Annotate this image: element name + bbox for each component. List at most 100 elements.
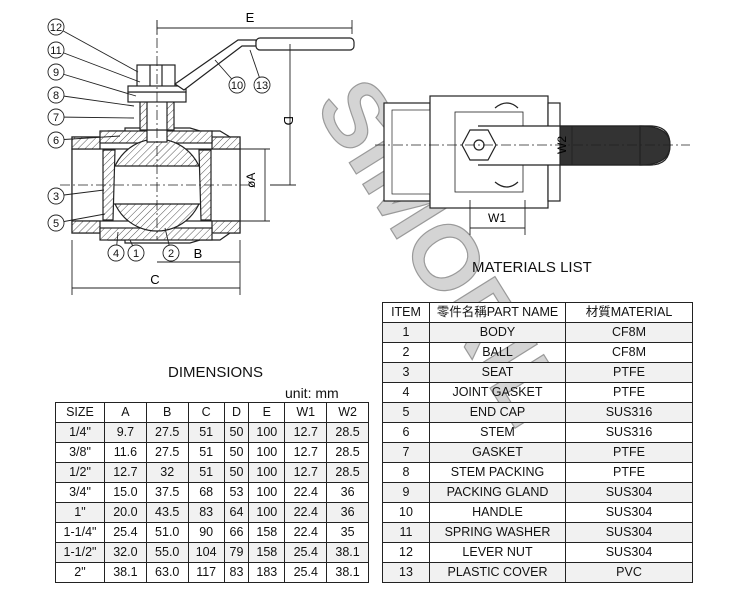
materials-cell: SUS304 (565, 482, 693, 503)
dimensions-cell: 51 (187, 442, 225, 463)
materials-cell: HANDLE (429, 502, 566, 523)
dimensions-cell: 2" (55, 562, 105, 583)
dimensions-header-cell: E (248, 402, 286, 423)
dimensions-cell: 27.5 (145, 422, 189, 443)
dimensions-cell: 100 (248, 442, 286, 463)
materials-cell: 12 (382, 542, 430, 563)
materials-cell: STEM PACKING (429, 462, 566, 483)
materials-cell: 5 (382, 402, 430, 423)
dimensions-header-cell: B (145, 402, 189, 423)
dim-label-D: D (281, 116, 296, 125)
dimensions-cell: 27.5 (145, 442, 189, 463)
dimensions-cell: 38.1 (104, 562, 147, 583)
dimensions-cell: 12.7 (284, 462, 328, 483)
materials-cell: SUS304 (565, 522, 693, 543)
dimensions-cell: 183 (248, 562, 286, 583)
materials-cell: 8 (382, 462, 430, 483)
materials-cell: CF8M (565, 322, 693, 343)
dimension-lines (71, 20, 353, 295)
dim-label-C: C (150, 272, 159, 287)
callout-number: 7 (53, 112, 59, 124)
dimensions-cell: 22.4 (284, 502, 328, 523)
dimensions-cell: 20.0 (104, 502, 147, 523)
dimensions-cell: 36 (326, 502, 369, 523)
materials-cell: 6 (382, 422, 430, 443)
dimensions-cell: 12.7 (104, 462, 147, 483)
materials-title: MATERIALS LIST (472, 259, 592, 276)
callout-bubble (127, 244, 145, 262)
dimensions-cell: 66 (223, 522, 250, 543)
dimensions-cell: 100 (248, 462, 286, 483)
dimensions-cell: 83 (187, 502, 225, 523)
dimensions-cell: 158 (248, 522, 286, 543)
callout-bubble (47, 187, 65, 205)
callout-number: 2 (168, 248, 174, 260)
callout-bubble (107, 244, 125, 262)
callout-number: 11 (50, 45, 61, 57)
materials-cell: 13 (382, 562, 430, 583)
dimensions-cell: 15.0 (104, 482, 147, 503)
dimensions-cell: 1-1/2" (55, 542, 105, 563)
dimensions-cell: 37.5 (145, 482, 189, 503)
dimensions-cell: 3/8" (55, 442, 105, 463)
dimensions-cell: 79 (223, 542, 250, 563)
callout-number: 5 (53, 218, 59, 230)
dimensions-title: DIMENSIONS (168, 364, 264, 381)
materials-cell: 7 (382, 442, 430, 463)
dimensions-cell: 9.7 (104, 422, 147, 443)
materials-cell: JOINT GASKET (429, 382, 566, 403)
materials-cell: PTFE (565, 442, 693, 463)
callout-number: 6 (53, 135, 59, 147)
materials-cell: 1 (382, 322, 430, 343)
materials-cell: 9 (382, 482, 430, 503)
dimensions-cell: 25.4 (284, 562, 328, 583)
materials-cell: BODY (429, 322, 566, 343)
dimensions-cell: 50 (223, 442, 250, 463)
callout-leader (55, 94, 135, 107)
materials-cell: SUS304 (565, 542, 693, 563)
dimensions-cell: 117 (187, 562, 225, 583)
dimensions-cell: 51.0 (145, 522, 189, 543)
callout-bubble (47, 18, 65, 36)
materials-cell: BALL (429, 342, 566, 363)
dimensions-header-cell: W1 (284, 402, 328, 423)
materials-cell: CF8M (565, 342, 693, 363)
dimensions-header-cell: W2 (326, 402, 369, 423)
callout-bubble (47, 86, 65, 104)
dimensions-cell: 3/4" (55, 482, 105, 503)
materials-cell: LEVER NUT (429, 542, 566, 563)
dimensions-cell: 32.0 (104, 542, 147, 563)
materials-cell: SEAT (429, 362, 566, 383)
callout-number: 1 (133, 248, 139, 260)
dimensions-cell: 35 (326, 522, 369, 543)
materials-cell: PTFE (565, 462, 693, 483)
callout-bubble (47, 41, 65, 59)
callout-number: 13 (256, 80, 268, 92)
dimensions-cell: 38.1 (326, 562, 369, 583)
dimensions-header-cell: SIZE (55, 402, 105, 423)
materials-cell: PTFE (565, 382, 693, 403)
dim-label-A: øA (244, 173, 258, 188)
dimensions-cell: 104 (187, 542, 225, 563)
materials-cell: GASKET (429, 442, 566, 463)
dimensions-cell: 50 (223, 422, 250, 443)
dimensions-cell: 1/2" (55, 462, 105, 483)
dimensions-cell: 68 (187, 482, 225, 503)
materials-header-cell: ITEM (382, 302, 430, 323)
materials-cell: PTFE (565, 362, 693, 383)
dimensions-header-cell: D (223, 402, 250, 423)
callout-number: 10 (231, 80, 243, 92)
